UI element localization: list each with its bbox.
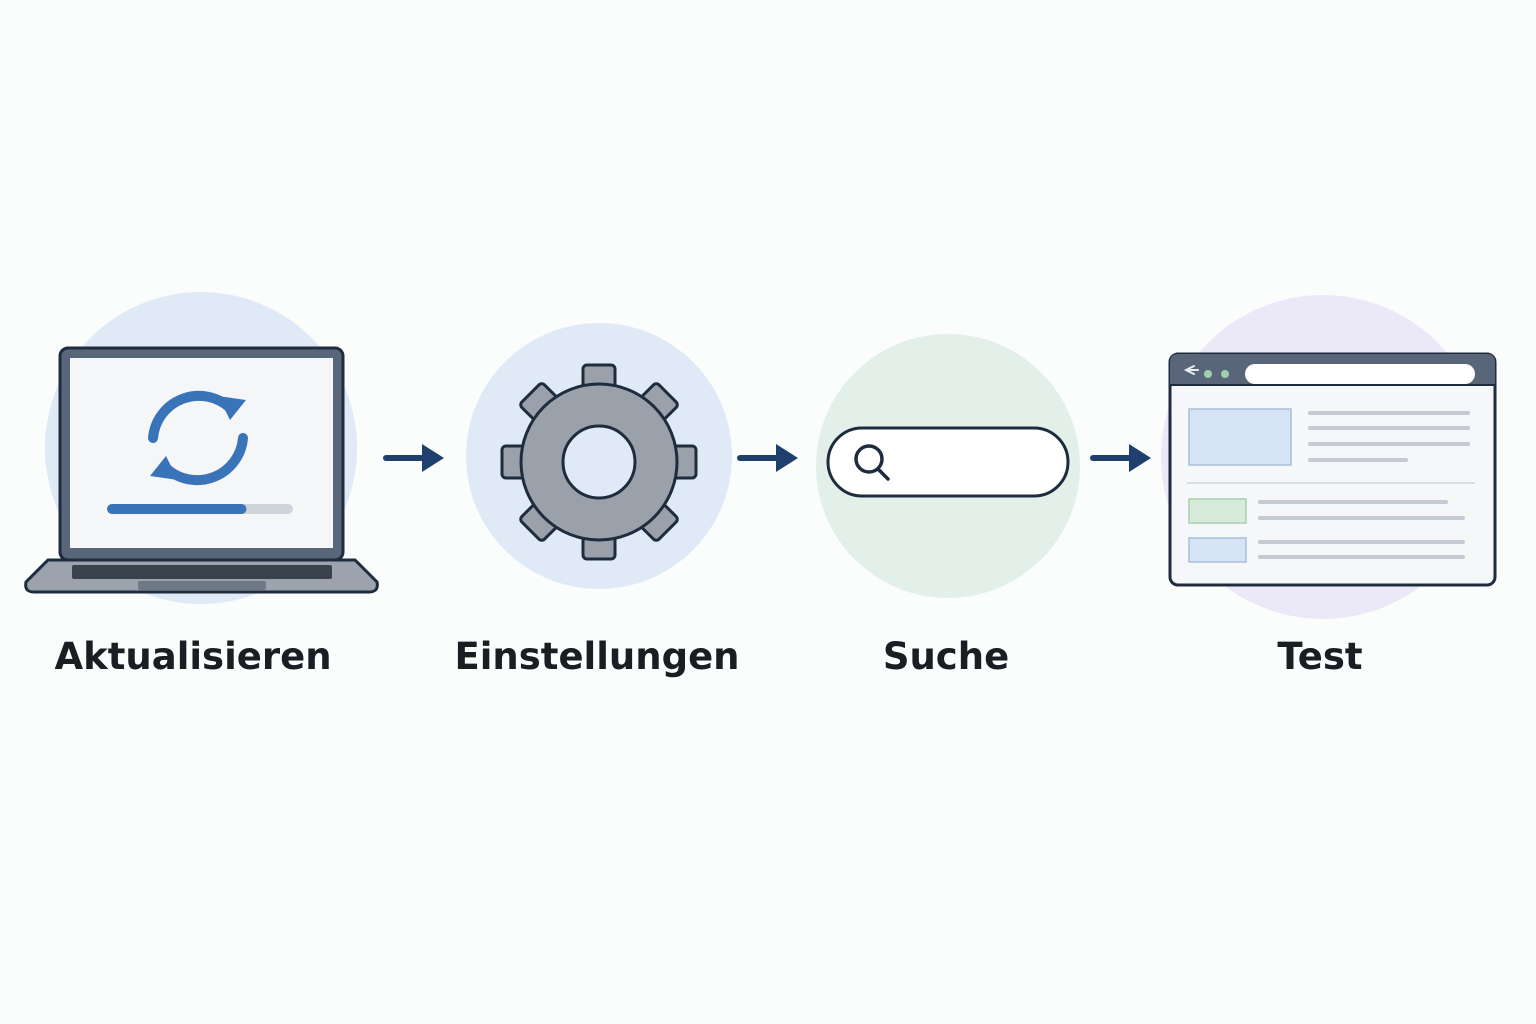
content-line — [1308, 458, 1408, 462]
laptop-update-icon — [24, 292, 379, 604]
arrow-3-icon — [1090, 444, 1151, 472]
content-line — [1258, 540, 1465, 544]
laptop-keyboard — [72, 565, 332, 579]
content-line — [1258, 500, 1448, 504]
content-green-block — [1188, 498, 1247, 524]
arrow-2-icon — [737, 444, 798, 472]
window-dot-2 — [1221, 370, 1229, 378]
step-4-label: Test — [1277, 635, 1363, 678]
content-line — [1308, 426, 1470, 430]
content-line — [1308, 411, 1470, 415]
content-line — [1308, 442, 1470, 446]
search-icon — [816, 334, 1080, 598]
content-image-block — [1188, 408, 1292, 466]
content-line — [1258, 555, 1465, 559]
refresh-icon — [148, 390, 248, 486]
address-bar — [1245, 364, 1475, 384]
laptop-screen — [70, 358, 333, 548]
step-2-label: Einstellungen — [454, 635, 740, 678]
laptop-touchpad — [138, 581, 266, 590]
gear-hole — [561, 424, 637, 500]
window-dot-1 — [1204, 370, 1212, 378]
step-3-label: Suche — [882, 635, 1010, 678]
back-arrow-icon — [1183, 365, 1199, 375]
browser-window-icon — [1161, 295, 1497, 619]
content-line — [1258, 516, 1465, 520]
magnifier-icon — [854, 444, 890, 481]
refresh-arrowhead-top — [218, 396, 246, 420]
step-1-label: Aktualisieren — [54, 635, 332, 678]
gear-icon — [466, 323, 732, 589]
search-bar — [826, 426, 1070, 498]
progress-fill — [107, 504, 247, 514]
arrow-1-icon — [383, 444, 444, 472]
content-blue-block — [1188, 537, 1247, 563]
refresh-arrowhead-bottom — [150, 456, 178, 480]
